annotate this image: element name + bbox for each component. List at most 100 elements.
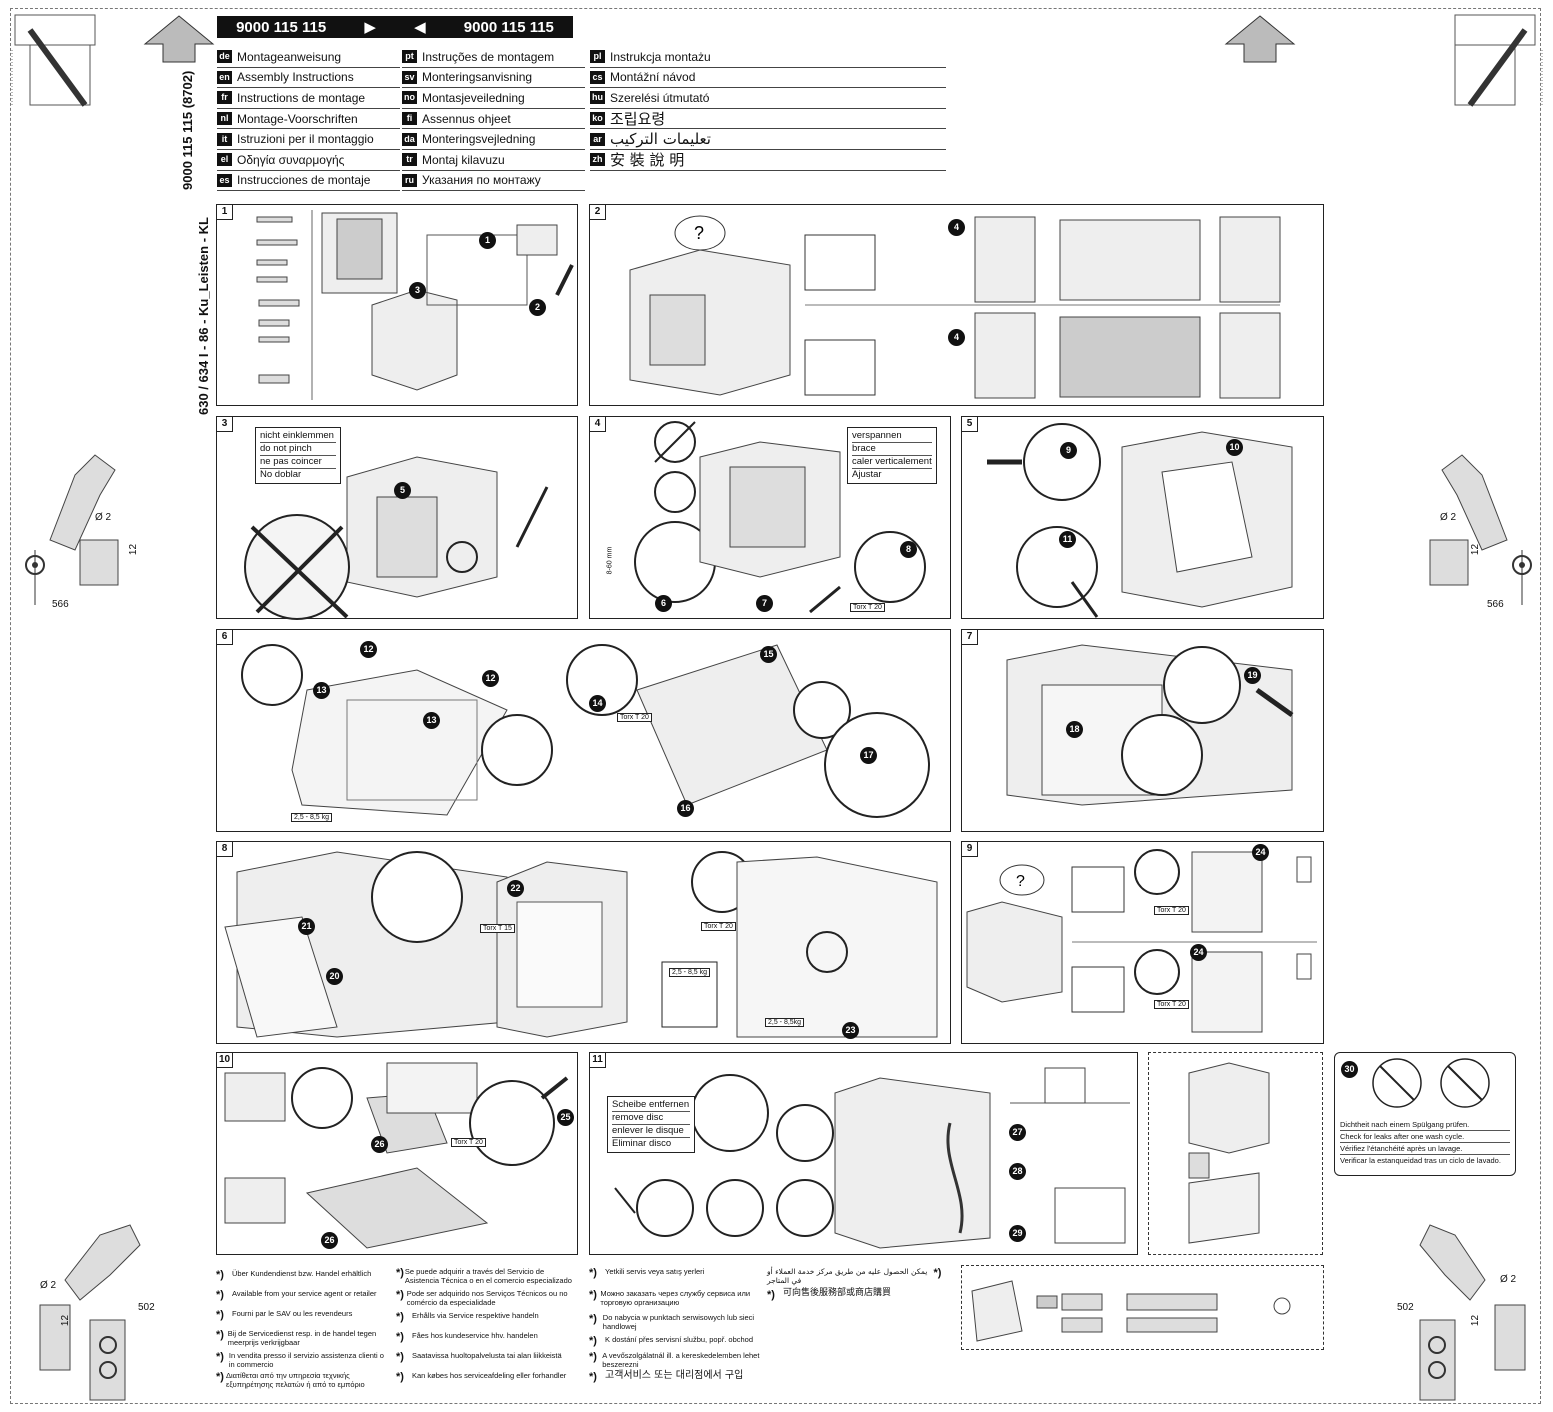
- weight-label: 2,5 - 8,5 kg: [291, 813, 333, 822]
- door-weight-label: 2,5 - 8,5kg: [765, 1018, 805, 1027]
- step-marker-26b: 26: [321, 1232, 338, 1249]
- step-marker-13b: 13: [423, 712, 440, 729]
- step-marker-13a: 13: [313, 682, 330, 699]
- panel-4-illustration: [634, 421, 926, 614]
- step-marker-10: 10: [1226, 439, 1243, 456]
- step-panel-11: 11 Scheibe entfernen remove disc enlever…: [589, 1052, 1138, 1255]
- service-note-zh: *)可向售後服務部或商店購買: [767, 1288, 892, 1302]
- step-marker-8: 8: [900, 541, 917, 558]
- panel-9-illustration: ?: [966, 849, 1317, 1033]
- step-marker-22: 22: [507, 880, 524, 897]
- step-marker-9: 9: [1060, 442, 1077, 459]
- up-arrow-icon-right: [1224, 15, 1296, 63]
- service-note-ko: *)고객서비스 또는 대리점에서 구입: [589, 1370, 744, 1384]
- step-number-4: 4: [590, 417, 606, 432]
- step-marker-19: 19: [1244, 667, 1261, 684]
- step-marker-23: 23: [842, 1022, 859, 1039]
- step-panel-2: 2 ? 4 4: [589, 204, 1324, 406]
- service-note-hu: *)A vevőszolgálatnál ill. a kereskedelem…: [589, 1351, 760, 1369]
- spring-weight-label: 2,5 - 8,5 kg: [669, 968, 711, 977]
- drill-icon-bottom-right: [1419, 1224, 1526, 1401]
- step-panel-6: 6 12 12 13 13 14 15 16 17 2,5 - 8,5 kg T…: [216, 629, 951, 832]
- step-number-8: 8: [217, 842, 233, 857]
- step-panel-10: 10 26 25 26 Torx T 20: [216, 1052, 578, 1255]
- step-marker-2: 2: [529, 299, 546, 316]
- step-marker-12a: 12: [360, 641, 377, 658]
- service-note-fr: *)Fourni par le SAV ou les revendeurs: [216, 1309, 353, 1321]
- model-number-left: 9000 115 115: [236, 18, 327, 36]
- step-marker-25: 25: [557, 1109, 574, 1126]
- service-notes-block-1: *)Über Kundendienst bzw. Handel erhältli…: [216, 1265, 578, 1390]
- step-marker-4b: 4: [948, 329, 965, 346]
- service-notes-block-2: *)Yetkili servis veya satış yerleri *)Мо…: [589, 1265, 949, 1390]
- service-note-sv: *)Erhålls via Service respektive handeln: [396, 1311, 539, 1323]
- service-note-fi: *)Saatavissa huoltopalvelusta tai alan l…: [396, 1351, 562, 1363]
- leak-check-text: Dichtheit nach einem Spülgang prüfen. Ch…: [1340, 1119, 1510, 1166]
- model-number-right: 9000 115 115: [463, 18, 554, 36]
- drill-diameter-bottom-right: Ø 2: [1500, 1274, 1517, 1285]
- panel-8-illustration: [224, 851, 938, 1038]
- step-marker-28: 28: [1009, 1163, 1026, 1180]
- panel-2-illustration: ?: [629, 215, 1281, 399]
- drill-diameter-left: Ø 2: [95, 512, 112, 523]
- step-marker-7: 7: [756, 595, 773, 612]
- step-panel-7: 7 18 19: [961, 629, 1324, 832]
- drill-depth-bottom-left: 12: [60, 1314, 72, 1327]
- dim-502-left: 502: [138, 1302, 155, 1313]
- drill-diameter-right: Ø 2: [1440, 512, 1457, 523]
- panel-3-illustration: [244, 456, 549, 620]
- step-panel-3: 3 nicht einklemmen do not pinch ne pas c…: [216, 416, 578, 620]
- step-number-3: 3: [217, 417, 233, 432]
- torx-t20-label-9b: Torx T 20: [1154, 1000, 1189, 1009]
- drill-depth-left: 12: [128, 543, 140, 556]
- drill-icon-bottom-left: [39, 1224, 141, 1401]
- step-marker-12b: 12: [482, 670, 499, 687]
- step-marker-3: 3: [409, 282, 426, 299]
- drill-diameter-bottom-left: Ø 2: [40, 1280, 57, 1291]
- drill-depth-bottom-right: 12: [1470, 1314, 1482, 1327]
- up-arrow-icon-left: [143, 15, 215, 63]
- torx-t20-label-6: Torx T 20: [617, 713, 652, 722]
- service-note-el: *)Διατίθεται από την υπηρεσία τεχνικής ε…: [216, 1371, 365, 1389]
- no-pinch-label: nicht einklemmen do not pinch ne pas coi…: [255, 427, 341, 484]
- step-marker-16: 16: [677, 800, 694, 817]
- step-marker-15: 15: [760, 646, 777, 663]
- step-number-1: 1: [217, 205, 233, 220]
- panel-11-illustration: [614, 1067, 1130, 1249]
- torx-t20-label-8: Torx T 20: [701, 922, 736, 931]
- panel-5-illustration: [987, 423, 1293, 618]
- panel-1-illustration: [256, 210, 574, 400]
- dim-566-right: 566: [1487, 599, 1504, 610]
- step-marker-4a: 4: [948, 219, 965, 236]
- step-number-9: 9: [962, 842, 978, 857]
- torx-t20-label-10: Torx T 20: [451, 1138, 486, 1147]
- torx-t15-label-8: Torx T 15: [480, 924, 515, 933]
- dim-502-right: 502: [1397, 1302, 1414, 1313]
- step-marker-24a: 24: [1252, 844, 1269, 861]
- step-marker-26a: 26: [371, 1136, 388, 1153]
- pencil-icon-top-right: [1454, 14, 1543, 107]
- step-marker-1: 1: [479, 232, 496, 249]
- step-number-2: 2: [590, 205, 606, 220]
- height-range-label: 8-60 mm: [606, 546, 614, 575]
- step-panel-8: 8 21 20 22 23 Torx T 15 Torx T 20 2,5 - …: [216, 841, 951, 1044]
- service-note-pl: *)Do nabycia w punktach serwisowych lub …: [589, 1313, 755, 1331]
- page-border: [10, 8, 1541, 1404]
- service-note-en: *)Available from your service agent or r…: [216, 1289, 377, 1301]
